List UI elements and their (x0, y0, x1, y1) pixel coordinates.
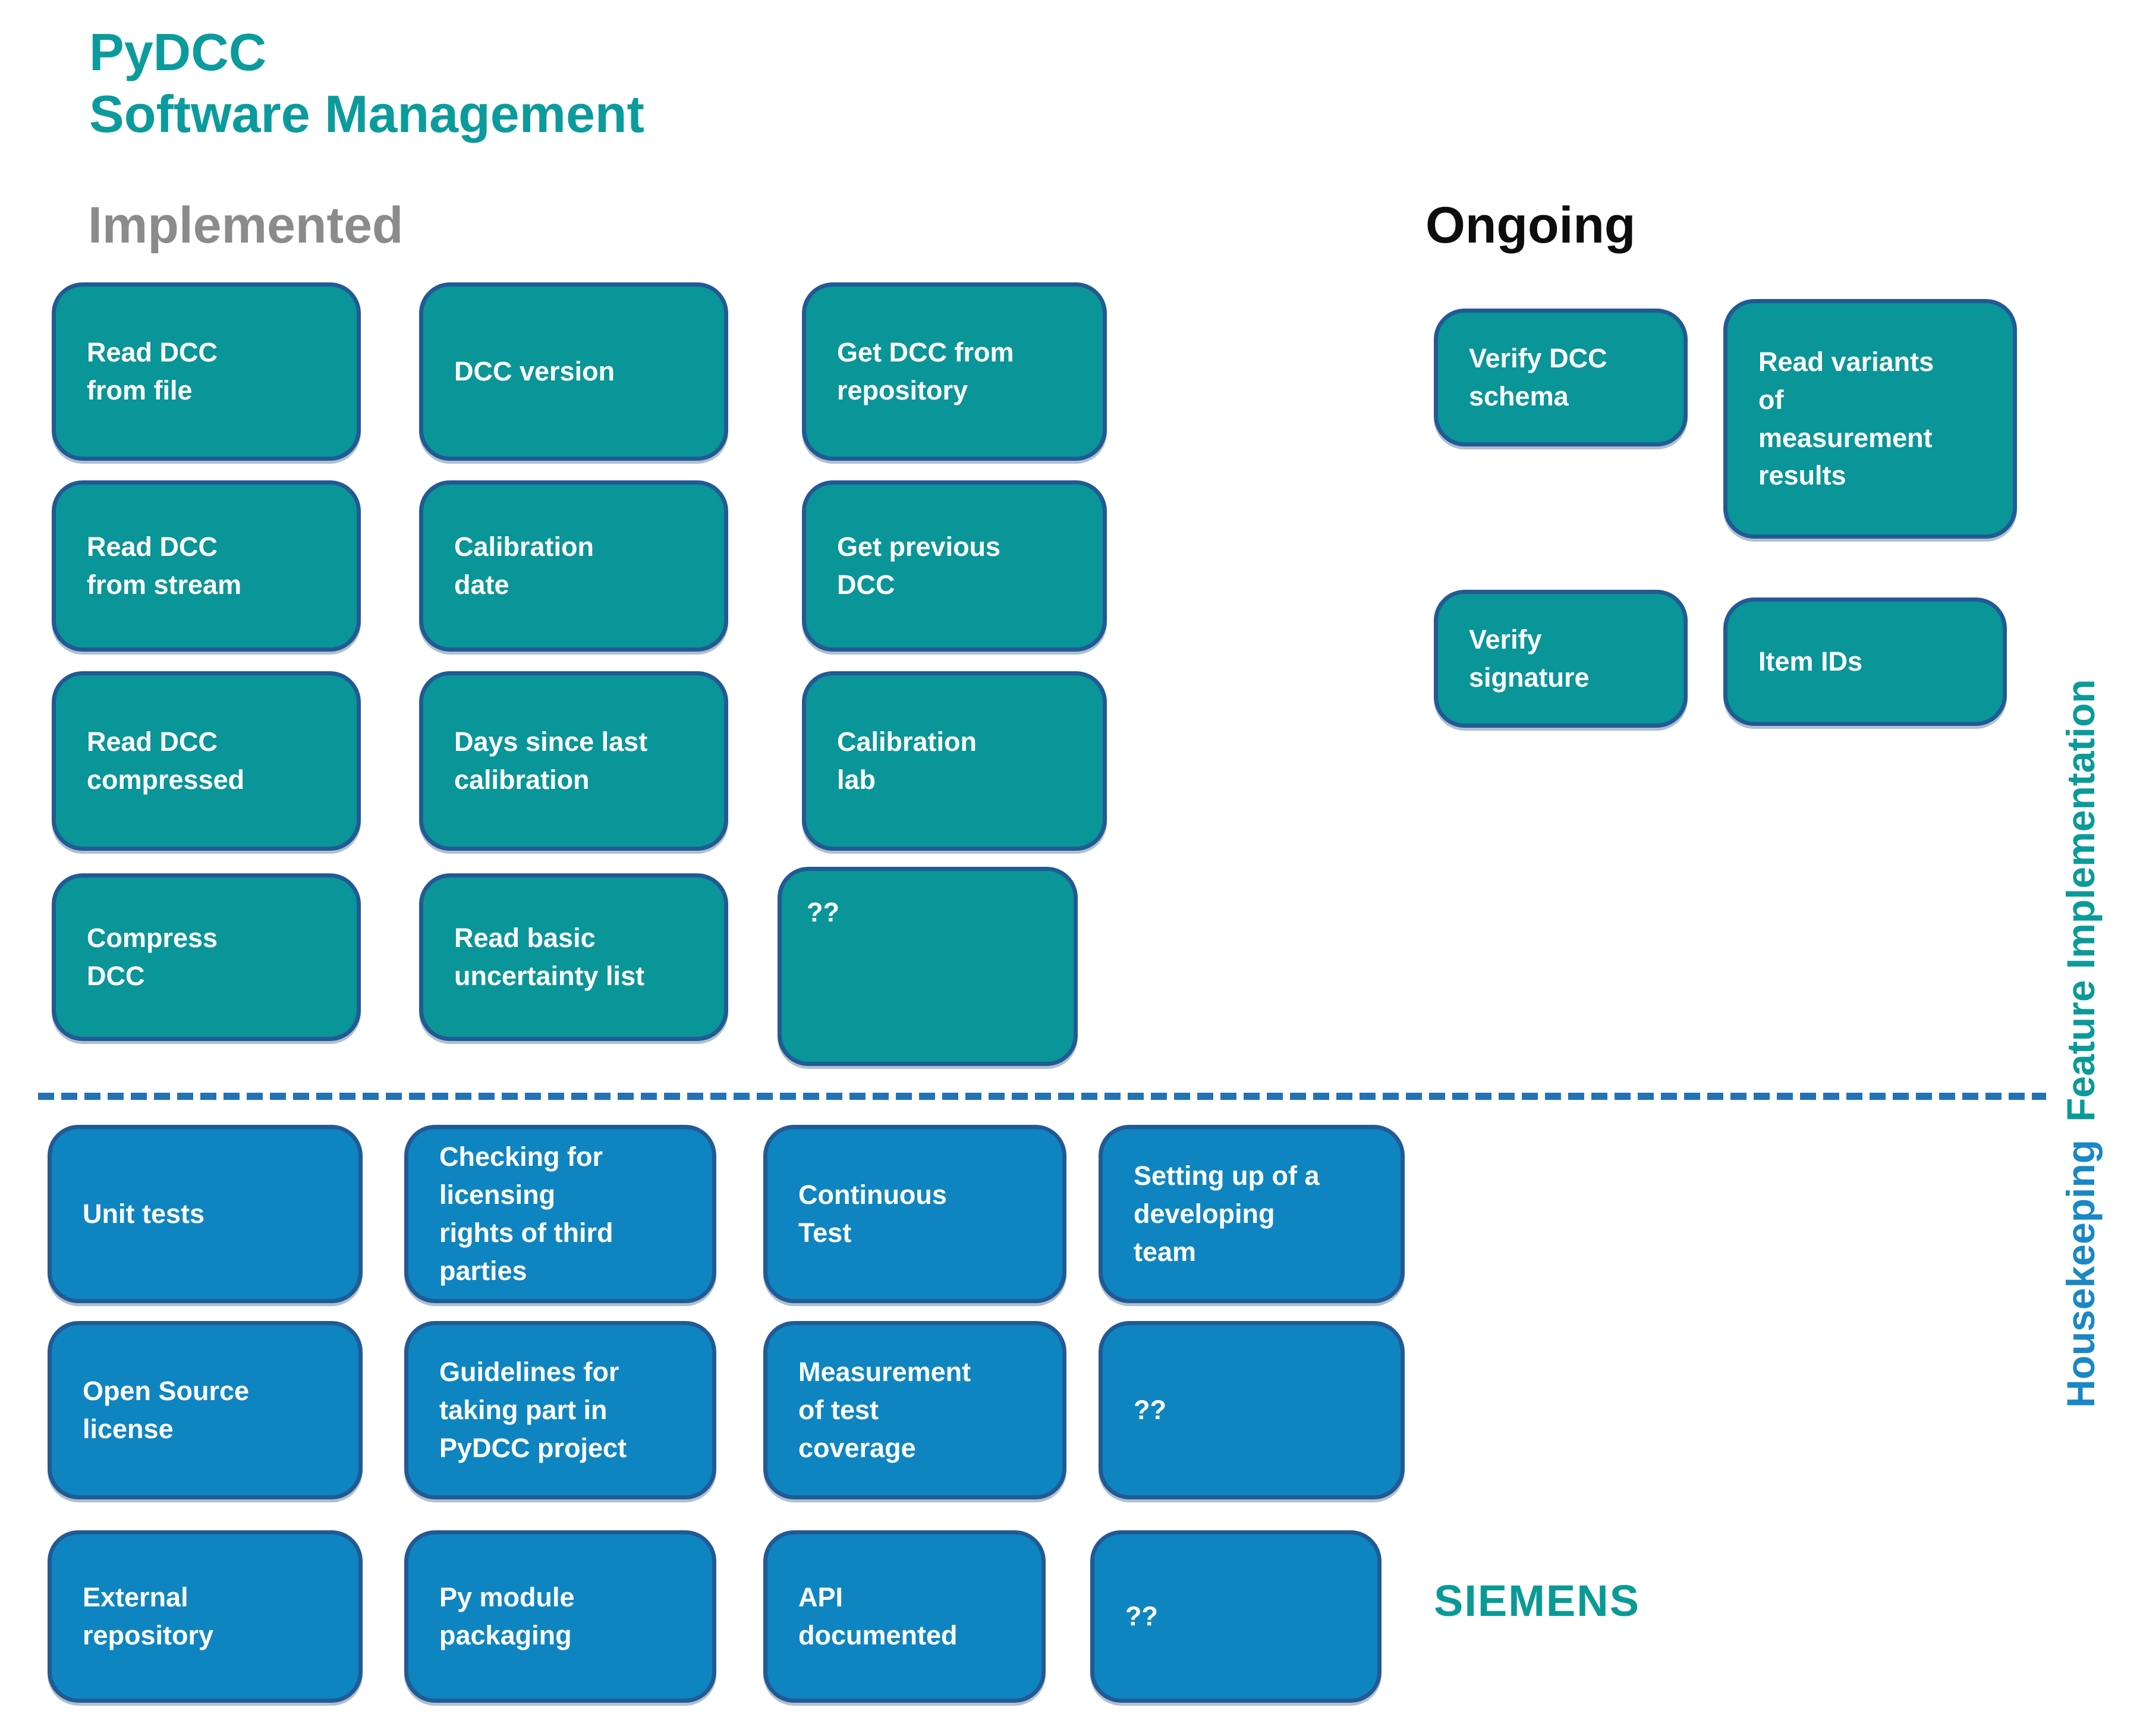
node-calibration-date: Calibration date (419, 480, 728, 652)
node-label: Checking for licensing rights of third p… (439, 1141, 613, 1286)
page-title-line1: PyDCC (89, 23, 267, 81)
node-checking-licensing-rights: Checking for licensing rights of third p… (404, 1125, 716, 1303)
node-label: Guidelines for taking part in PyDCC proj… (439, 1357, 627, 1463)
node-external-repository: External repository (48, 1530, 363, 1703)
node-unknown-housekeeping-1: ?? (1099, 1321, 1405, 1499)
node-measurement-test-coverage: Measurement of test coverage (763, 1321, 1066, 1499)
node-label: External repository (83, 1582, 214, 1650)
node-get-dcc-from-repository: Get DCC from repository (802, 282, 1107, 461)
node-label: Verify signature (1469, 624, 1590, 693)
node-api-documented: API documented (763, 1530, 1046, 1703)
side-axis-label: Housekeeping Feature Implementation (2058, 608, 2103, 1408)
node-verify-signature: Verify signature (1434, 590, 1688, 728)
node-label: Open Source license (83, 1376, 250, 1444)
node-py-module-packaging: Py module packaging (404, 1530, 716, 1703)
node-unit-tests: Unit tests (48, 1125, 363, 1303)
node-setting-up-developing-team: Setting up of a developing team (1099, 1125, 1405, 1303)
node-label: Read basic uncertainty list (454, 923, 645, 991)
node-compress-dcc: Compress DCC (52, 873, 361, 1041)
node-label: Read DCC from stream (87, 532, 242, 600)
siemens-logo: SIEMENS (1434, 1576, 1641, 1625)
node-label: Read variants of measurement results (1758, 346, 1934, 491)
side-label-feature-implementation: Feature Implementation (2059, 679, 2103, 1122)
node-get-previous-dcc: Get previous DCC (802, 480, 1107, 652)
implemented-section-heading: Implemented (88, 197, 404, 254)
node-unknown-implemented: ?? (778, 867, 1078, 1066)
node-read-dcc-from-file: Read DCC from file (52, 282, 361, 461)
node-unknown-housekeeping-2: ?? (1090, 1530, 1382, 1703)
node-item-ids: Item IDs (1723, 597, 2007, 726)
node-read-basic-uncertainty-list: Read basic uncertainty list (419, 873, 728, 1041)
node-read-dcc-compressed: Read DCC compressed (52, 671, 361, 851)
node-label: ?? (1125, 1601, 1158, 1632)
node-label: Py module packaging (439, 1582, 575, 1650)
node-label: Compress DCC (87, 923, 218, 991)
node-label: API documented (798, 1582, 958, 1650)
node-days-since-last-calibration: Days since last calibration (419, 671, 728, 851)
section-divider-dashed-line (38, 1093, 2046, 1100)
node-verify-dcc-schema: Verify DCC schema (1434, 309, 1688, 446)
node-label: Days since last calibration (454, 727, 648, 795)
side-label-housekeeping: Housekeeping (2059, 1139, 2103, 1408)
node-label: ?? (1134, 1395, 1166, 1426)
node-label: Calibration lab (837, 727, 977, 795)
ongoing-section-heading: Ongoing (1425, 197, 1636, 254)
node-label: Measurement of test coverage (798, 1357, 971, 1463)
node-read-dcc-from-stream: Read DCC from stream (52, 480, 361, 652)
node-continuous-test: Continuous Test (763, 1125, 1066, 1303)
node-label: Get DCC from repository (837, 337, 1014, 405)
node-open-source-license: Open Source license (48, 1321, 363, 1499)
node-label: Verify DCC schema (1469, 343, 1607, 411)
node-read-variants-of-measurement-results: Read variants of measurement results (1723, 299, 2017, 539)
node-dcc-version: DCC version (419, 282, 728, 461)
node-label: Continuous Test (798, 1180, 947, 1248)
node-label: Item IDs (1758, 646, 1863, 677)
node-label: ?? (807, 897, 839, 927)
page-title-line2: Software Management (89, 84, 644, 143)
node-label: Setting up of a developing team (1134, 1161, 1320, 1267)
node-label: Get previous DCC (837, 532, 1001, 600)
node-label: Read DCC from file (87, 337, 218, 405)
node-guidelines-pydcc-project: Guidelines for taking part in PyDCC proj… (404, 1321, 716, 1499)
node-label: Unit tests (83, 1199, 205, 1229)
node-label: Read DCC compressed (87, 727, 245, 795)
node-label: DCC version (454, 356, 615, 387)
node-calibration-lab: Calibration lab (802, 671, 1107, 851)
node-label: Calibration date (454, 532, 594, 600)
